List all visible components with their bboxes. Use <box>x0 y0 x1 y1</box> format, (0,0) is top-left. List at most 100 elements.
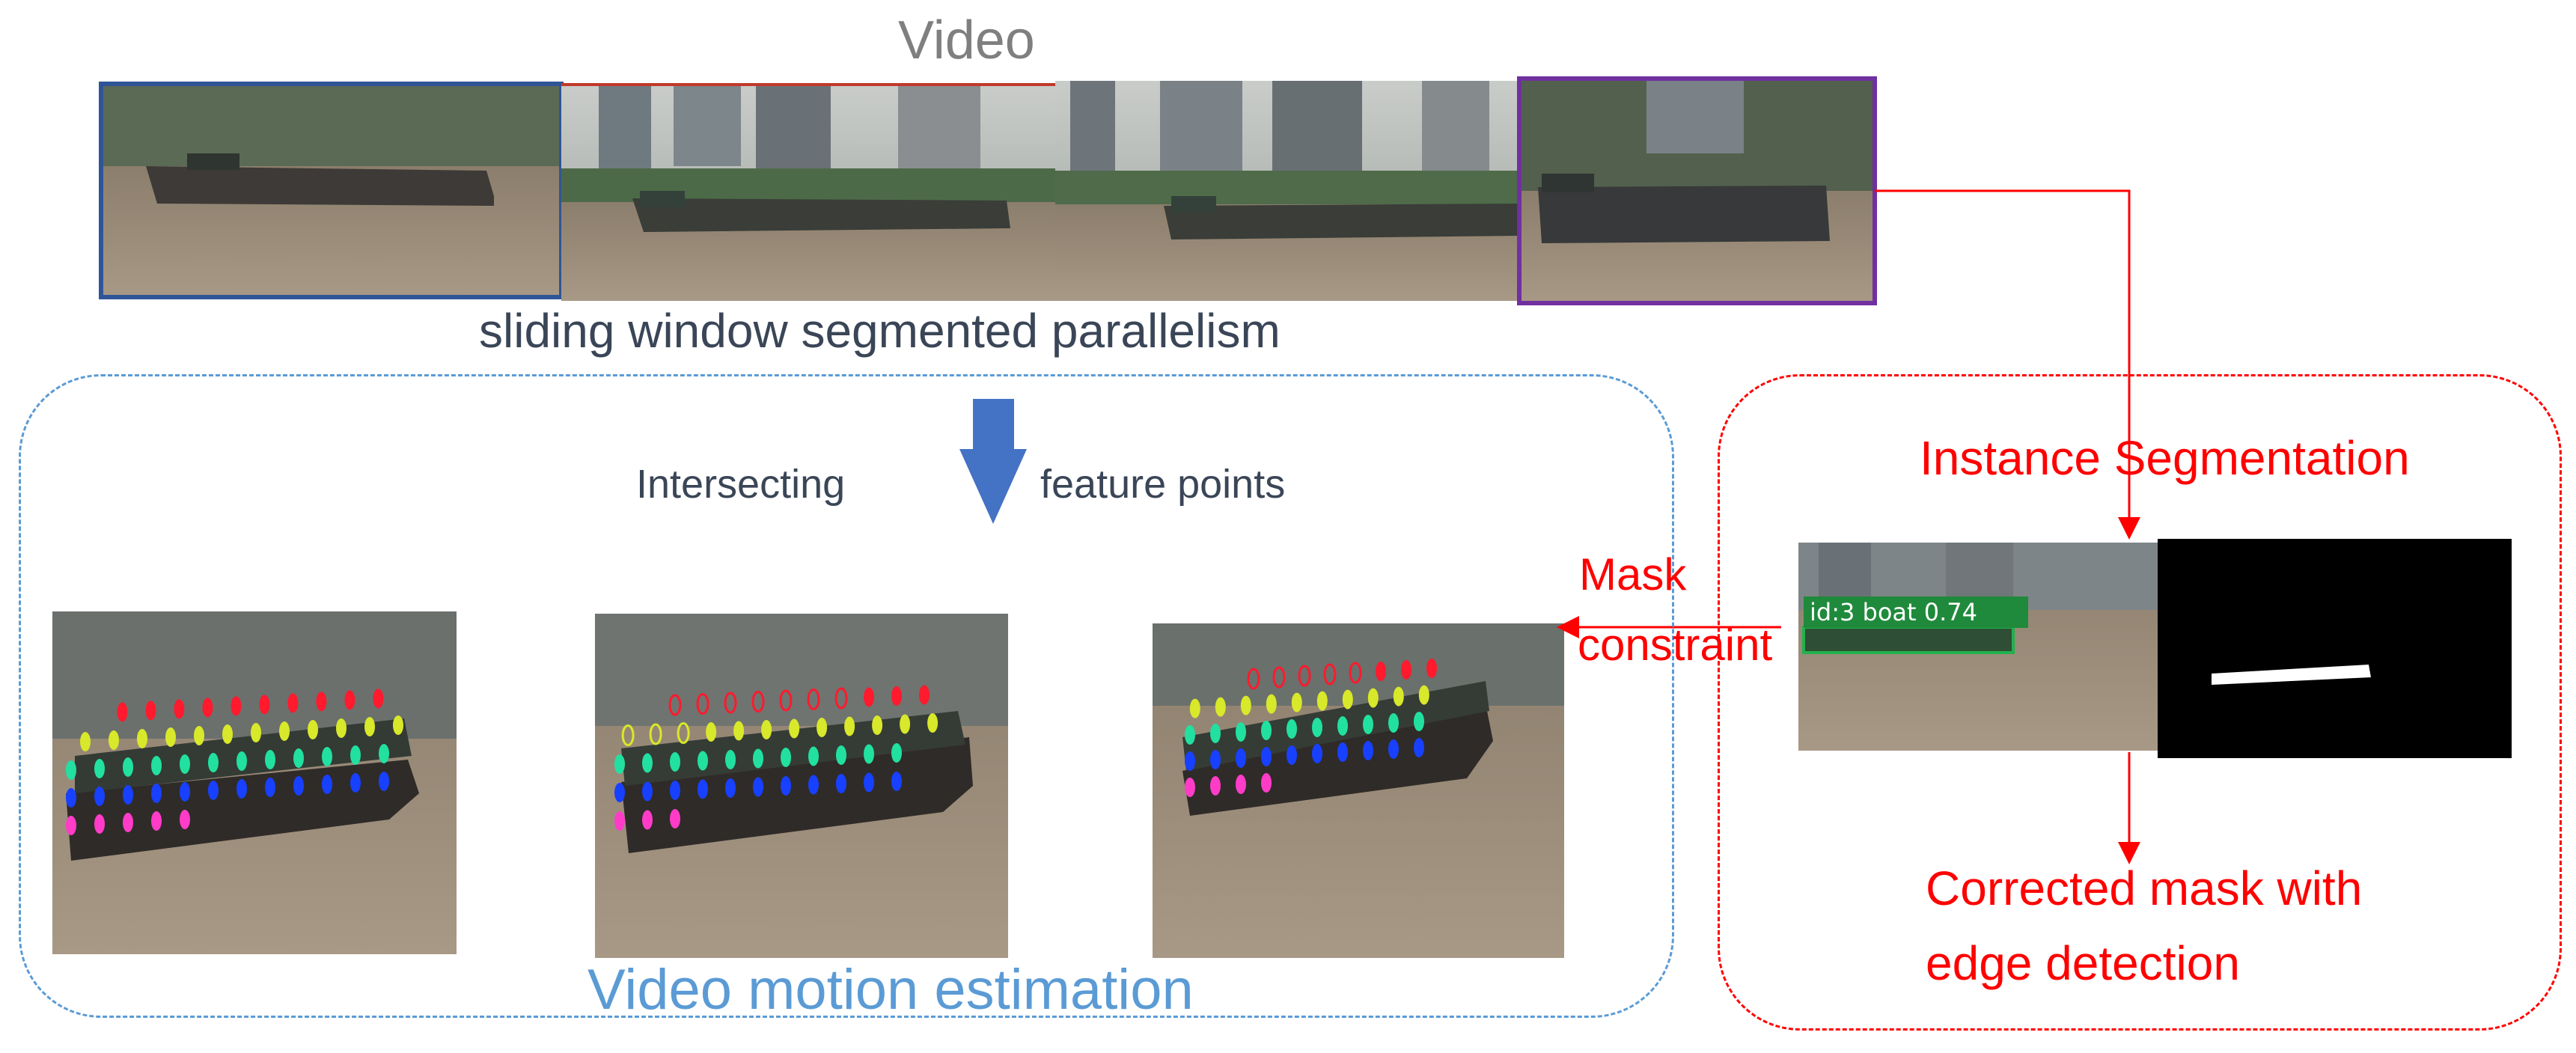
feature-point <box>1261 721 1272 740</box>
feature-point <box>761 720 772 740</box>
video-title: Video <box>898 10 1035 70</box>
feature-point <box>642 781 653 802</box>
mask-image <box>2158 539 2512 758</box>
feature-point <box>724 692 737 714</box>
feature-point <box>180 810 190 829</box>
feature-point <box>864 687 874 707</box>
feature-point <box>1418 685 1429 705</box>
feature-point <box>696 693 709 715</box>
feature-point <box>1337 742 1348 762</box>
feature-point <box>222 724 233 744</box>
feature-point <box>670 809 680 828</box>
feature-point <box>1215 697 1226 717</box>
down-arrow-icon <box>959 399 1027 524</box>
feature-point <box>900 714 911 734</box>
feature-point <box>706 722 717 742</box>
feature-point <box>1312 744 1322 763</box>
feature-point <box>614 783 625 802</box>
feature-point <box>145 701 156 721</box>
feature-point <box>379 744 389 763</box>
instance-segmentation-box <box>1718 374 2562 1031</box>
feature-point <box>350 773 361 793</box>
video-frame-3 <box>1055 81 1519 301</box>
feature-point <box>66 816 76 835</box>
instance-segmentation-label: Instance Segmentation <box>1920 431 2410 485</box>
feature-point <box>789 718 800 739</box>
feature-point <box>322 747 332 766</box>
feature-point <box>1236 748 1246 768</box>
feature-point <box>94 814 105 834</box>
feature-point <box>753 777 763 797</box>
feature-point <box>1185 778 1195 797</box>
feature-point <box>919 685 930 705</box>
feature-point <box>725 778 736 798</box>
feature-point <box>174 699 185 719</box>
feature-point <box>151 811 162 831</box>
feature-point <box>614 811 625 831</box>
feature-point <box>66 788 76 808</box>
feature-point <box>316 692 327 712</box>
feature-point <box>1287 719 1297 739</box>
video-frame-4 <box>1517 76 1877 305</box>
feature-point <box>1298 665 1311 687</box>
feature-point <box>66 760 76 780</box>
feature-point <box>670 752 680 772</box>
feature-point <box>1210 750 1221 769</box>
feature-point <box>1312 718 1322 737</box>
feature-point <box>1240 695 1251 715</box>
feature-point <box>322 775 332 794</box>
feature-point <box>1363 741 1373 760</box>
feature-point <box>1363 715 1373 734</box>
feature-point <box>287 693 299 713</box>
feature-point <box>1247 668 1260 690</box>
feature-point <box>864 772 874 793</box>
feature-point <box>751 691 765 712</box>
feature-point <box>80 732 91 751</box>
feature-point <box>733 721 745 741</box>
motion-panel-1 <box>52 611 457 954</box>
feature-point <box>293 748 304 768</box>
feature-point <box>1210 724 1221 743</box>
feature-point <box>344 690 355 710</box>
feature-point <box>1342 689 1353 709</box>
video-frame-2 <box>561 83 1055 301</box>
feature-point <box>614 754 625 774</box>
feature-point <box>844 716 855 736</box>
feature-point <box>364 717 375 736</box>
feature-point <box>1426 659 1437 678</box>
feature-point <box>94 759 105 778</box>
feature-point <box>1210 776 1221 796</box>
motion-estimation-box <box>19 374 1674 1018</box>
detection-image <box>1798 543 2158 751</box>
feature-point <box>642 753 653 773</box>
feature-point <box>649 723 662 745</box>
feature-point <box>927 713 938 733</box>
feature-point <box>698 779 708 799</box>
feature-point <box>1376 662 1386 681</box>
motion-estimation-label: Video motion estimation <box>587 958 1194 1022</box>
feature-point <box>807 689 820 710</box>
feature-point <box>872 715 883 736</box>
feature-point <box>137 729 147 748</box>
feature-point <box>1266 694 1277 714</box>
feature-point <box>194 726 204 745</box>
feature-point <box>779 689 793 712</box>
feature-point <box>836 774 846 793</box>
feature-point <box>1261 773 1272 793</box>
feature-point <box>1189 698 1200 718</box>
feature-point <box>94 787 105 806</box>
feature-point <box>180 782 190 802</box>
edge-detection-label: edge detection <box>1926 936 2240 990</box>
feature-point <box>1323 663 1337 686</box>
feature-point <box>1337 716 1348 736</box>
feature-point <box>668 694 682 716</box>
video-frame-1 <box>99 82 564 299</box>
feature-point <box>1185 751 1195 771</box>
feature-point <box>698 751 708 771</box>
mask-label: Mask <box>1579 549 1687 599</box>
feature-point <box>236 751 247 771</box>
feature-point <box>236 779 247 799</box>
feature-point <box>208 781 219 800</box>
feature-point <box>817 718 828 738</box>
feature-point <box>781 748 791 767</box>
